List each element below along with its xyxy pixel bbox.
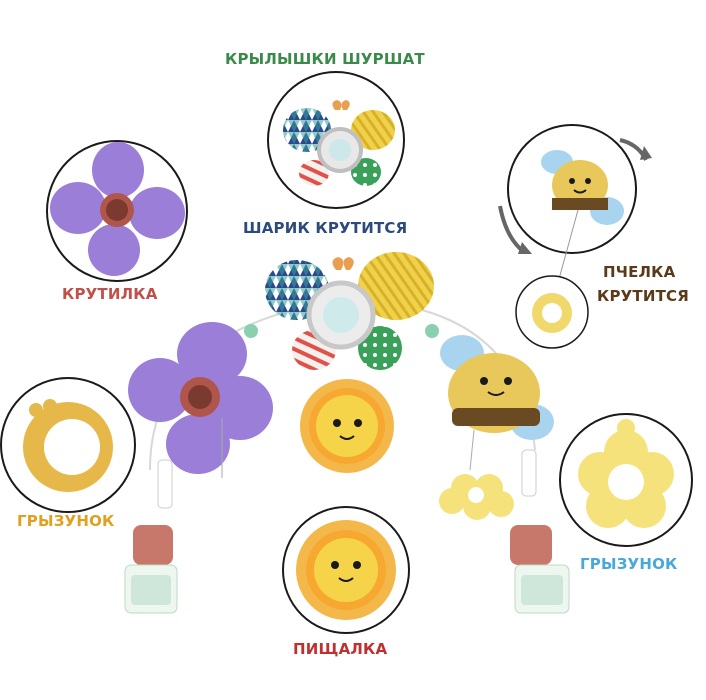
spinner-detail-circle — [46, 140, 188, 282]
snail-teether-circle — [0, 377, 136, 513]
label-teether-left: ГРЫЗУНОК — [17, 512, 115, 530]
arch-toy — [124, 252, 570, 614]
label-bee-line2: КРУТИТСЯ — [597, 287, 689, 305]
label-bee-line1: ПЧЕЛКА — [603, 263, 676, 281]
bee-detail-circle — [507, 124, 637, 291]
bee-teether-circle — [515, 275, 589, 349]
label-wings: КРЫЛЫШКИ ШУРШАТ — [225, 50, 425, 68]
label-ball: ШАРИК КРУТИТСЯ — [243, 219, 408, 237]
flower-teether-circle — [559, 413, 693, 547]
label-squeaker: ПИЩАЛКА — [293, 640, 388, 658]
squeaker-detail-circle — [282, 506, 410, 634]
label-teether-right: ГРЫЗУНОК — [580, 555, 678, 573]
rotate-arrows-icon — [498, 138, 652, 254]
label-spinner: КРУТИЛКА — [62, 285, 158, 303]
wings-detail-circle — [267, 71, 405, 209]
